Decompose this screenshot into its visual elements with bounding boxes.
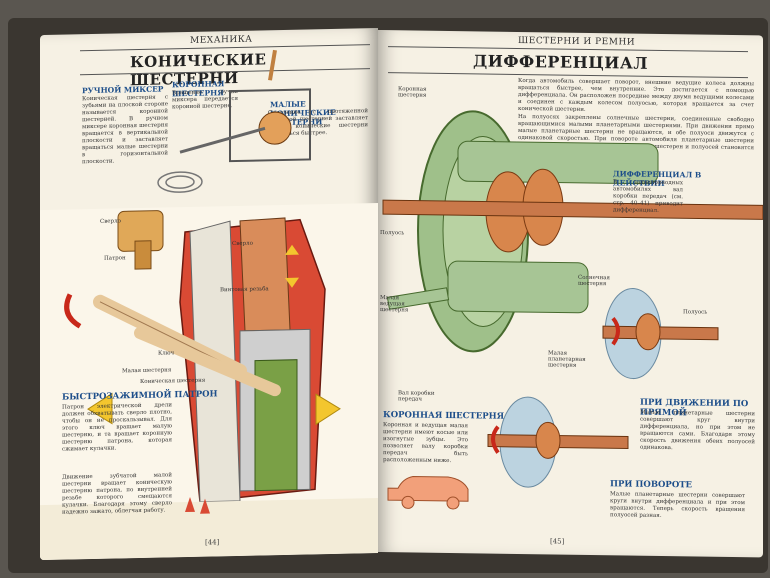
label-drill: Сверло [232, 240, 253, 248]
chuck-text: Патрон электрической дрели должен обхват… [62, 402, 172, 453]
label-small-planet: Малая планетарная шестерня [548, 350, 586, 369]
label-sun-gear: Солнечная шестерня [578, 274, 610, 288]
label-screw-thread: Винтовая резьба [220, 286, 269, 294]
left-page: МЕХАНИКА КОНИЧЕСКИЕ ШЕСТЕРНИ РУЧНОЙ МИКС… [40, 28, 378, 561]
differential-illustration [382, 110, 763, 510]
right-page: ШЕСТЕРНИ И РЕМНИ ДИФФЕРЕНЦИАЛ Когда авто… [378, 30, 763, 558]
chuck-text-2: Движение зубчатой малой шестерни вращает… [62, 472, 172, 516]
label-half-axle: Полуось [683, 309, 708, 316]
label-chuck: Патрон [104, 255, 126, 262]
label-drill-top: Сверло [100, 218, 121, 225]
section-turning: ПРИ ПОВОРОТЕ [610, 479, 693, 491]
page-number-left: [44] [205, 538, 220, 547]
crown-text-right: Коронная и ведущая малая шестерни имеют … [383, 422, 468, 465]
in-action-text: В заднеприводных автомобилях вал коробки… [613, 179, 683, 214]
label-crown-gear: Коронная шестерня [398, 86, 427, 99]
label-small-gear: Малая шестерня [122, 367, 172, 375]
straight-text: Малые планетарные шестерни совершают кру… [640, 409, 755, 452]
label-shaft-box: Вал коробки передач [398, 390, 435, 403]
label-drive-shaft: Полуось [380, 230, 405, 237]
page-number-right: [45] [550, 537, 565, 546]
section-crown: КОРОННАЯ ШЕСТЕРНЯ [383, 410, 505, 422]
label-small-drive: Малая ведущая шестерня [380, 295, 409, 314]
turning-text: Малые планетарные шестерни совершают кру… [610, 491, 745, 519]
mixer-illustration [40, 49, 378, 561]
label-key: Ключ [158, 350, 175, 357]
